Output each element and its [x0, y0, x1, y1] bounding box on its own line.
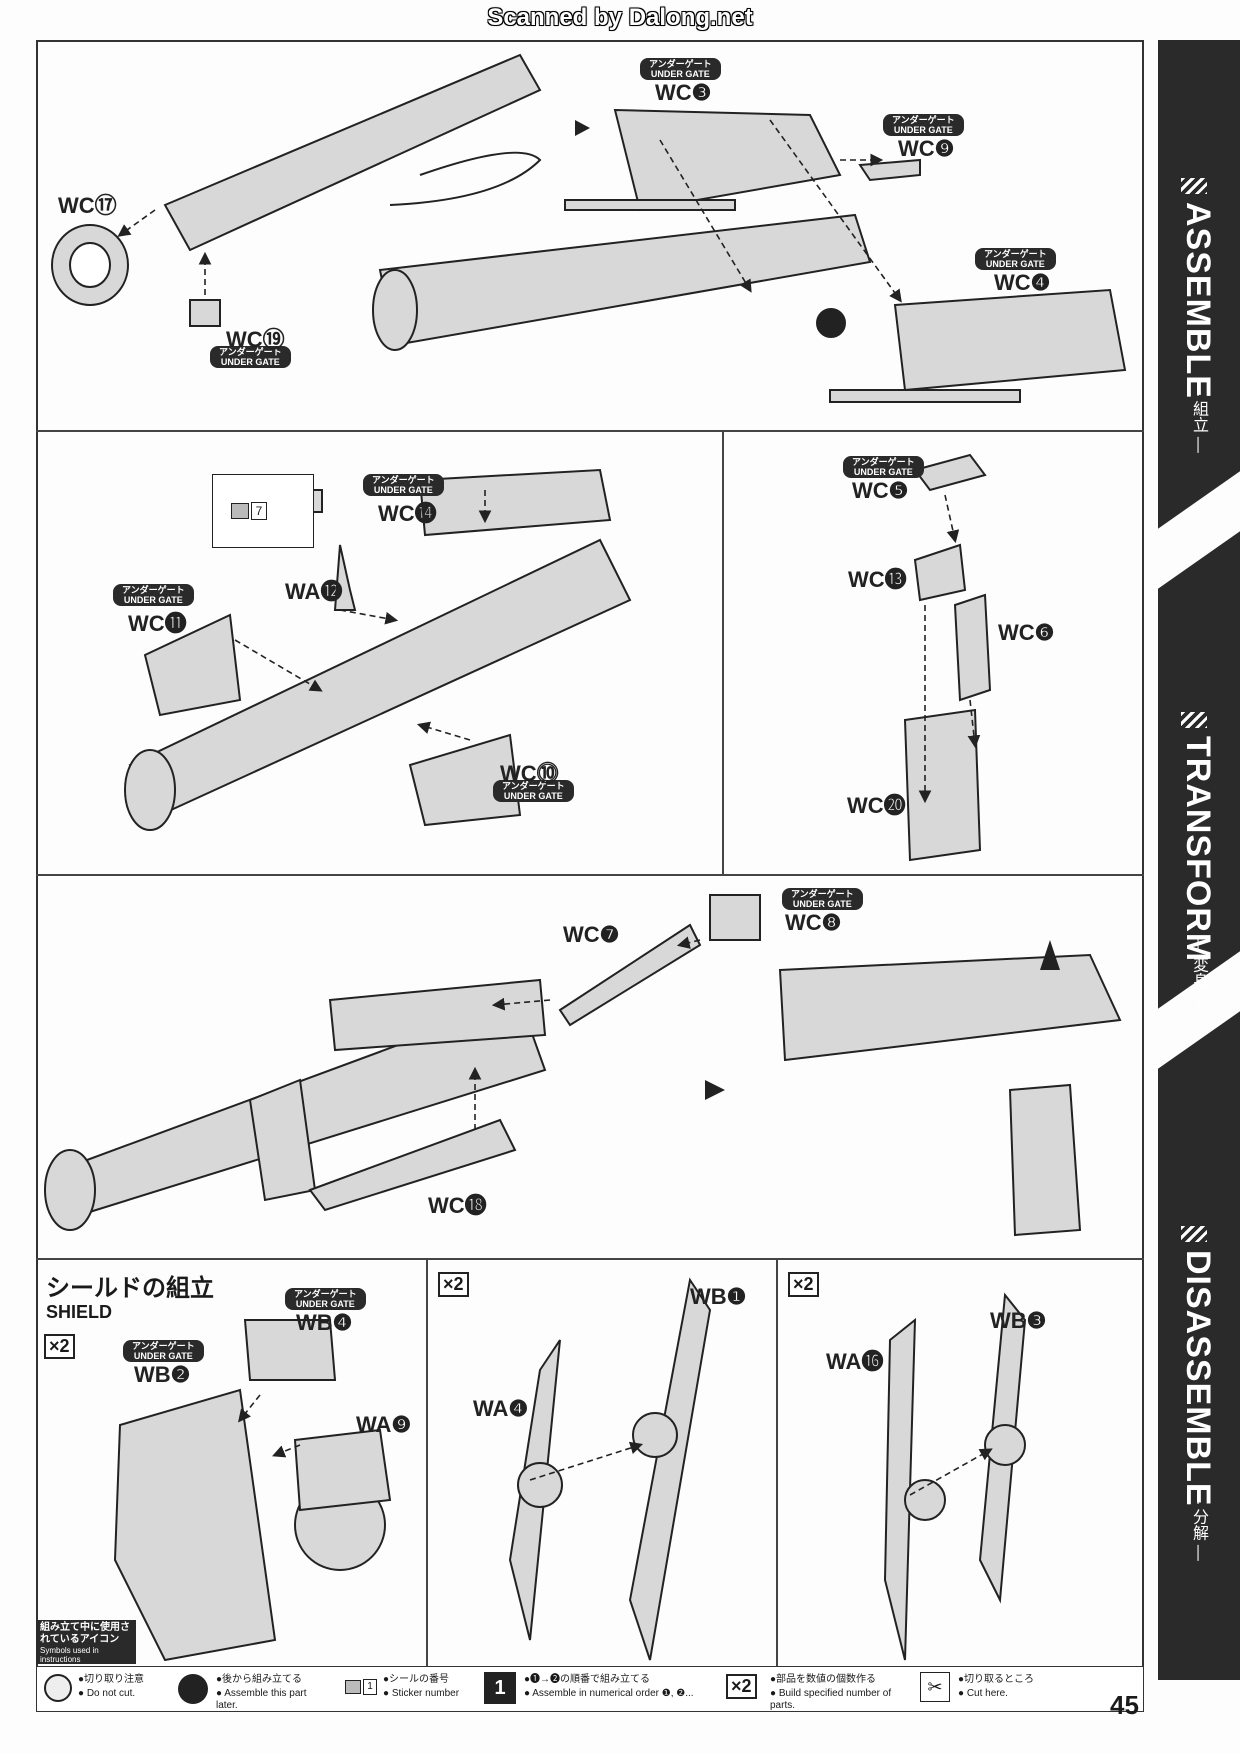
- legend-header: 組み立て中に使用されているアイコン Symbols used in instru…: [36, 1620, 136, 1664]
- part-label-wc8: WC❽: [785, 910, 842, 935]
- row-divider-2: [36, 874, 1144, 876]
- legend-text-en: ● Assemble this part later.: [216, 1688, 307, 1711]
- build-quantity-icon: ×2: [726, 1674, 757, 1699]
- page-number: 45: [1110, 1690, 1139, 1720]
- part-label-wc4: WC❹: [994, 270, 1051, 295]
- part-label-wc11: WC⓫: [128, 611, 187, 636]
- scissors-icon: ✂: [920, 1672, 950, 1702]
- legend-text-jp: ●切り取るところ: [958, 1674, 1035, 1685]
- build-quantity-badge: ×2: [438, 1272, 469, 1297]
- legend-text-jp: ●後から組み立てる: [216, 1674, 303, 1685]
- sticker-icon: [345, 1680, 361, 1694]
- legend-text-jp: ●部品を数値の個数作る: [770, 1674, 877, 1685]
- legend-text-en: ● Sticker number: [383, 1688, 460, 1699]
- section-marker-icon: [1181, 178, 1207, 194]
- part-label-wc17: WC⑰: [58, 193, 117, 218]
- sticker-number: 7: [251, 502, 267, 520]
- part-label-wb3: WB❸: [990, 1308, 1047, 1333]
- part-label-wc9: WC❾: [898, 136, 955, 161]
- part-label-wc14: WC⓮: [378, 501, 437, 526]
- row-divider-3: [36, 1258, 1144, 1260]
- part-label-wc6: WC❻: [998, 620, 1055, 645]
- legend-text-jp: ●切り取り注意: [78, 1674, 145, 1685]
- section-marker-icon: [1181, 1226, 1207, 1242]
- part-label-wc10: WC⓾: [500, 761, 559, 786]
- col-divider-3: [776, 1258, 778, 1670]
- part-label-wc7: WC❼: [563, 922, 620, 947]
- sidebar-disassemble-sub: — 分解 —: [1190, 1488, 1207, 1561]
- part-label-wa4: WA❹: [473, 1396, 529, 1421]
- legend-text-jp: ●❶→❷の順番で組み立てる: [524, 1674, 651, 1685]
- shield-title-en: SHIELD: [46, 1302, 113, 1322]
- assemble-later-icon: [178, 1674, 208, 1704]
- part-label-wc5: WC❺: [852, 478, 909, 503]
- part-label-wa16: WA⓰: [826, 1349, 884, 1374]
- col-divider-2: [426, 1258, 428, 1670]
- col-divider-1: [722, 430, 724, 874]
- part-label-wc13: WC⓭: [848, 567, 907, 592]
- sidebar-assemble-title: ASSEMBLE: [1179, 202, 1217, 399]
- section-sidebar: [1158, 40, 1240, 1680]
- sticker-callout-box: 7: [212, 474, 314, 548]
- section-marker-icon: [1181, 712, 1207, 728]
- part-label-wc3: WC❸: [655, 80, 712, 105]
- legend-bar: [36, 1666, 1144, 1712]
- row-divider-1: [36, 430, 1144, 432]
- legend-text-en: ● Cut here.: [958, 1688, 1008, 1699]
- watermark: Scanned by Dalong.net: [487, 4, 753, 31]
- part-label-wb4: WB❹: [296, 1310, 353, 1335]
- part-label-wc20: WC⓴: [847, 793, 906, 818]
- step-number-icon: 1: [484, 1672, 516, 1704]
- part-label-wa12: WA⓬: [285, 579, 343, 604]
- part-label-wc18: WC⓲: [428, 1193, 487, 1218]
- part-label-wa9: WA❾: [356, 1412, 412, 1437]
- sidebar-assemble-sub: — 組立 —: [1190, 380, 1207, 453]
- legend-text-en: ● Do not cut.: [78, 1688, 136, 1699]
- legend-header-jp: 組み立て中に使用されているアイコン: [40, 1622, 130, 1645]
- shield-title-jp: シールドの組立: [46, 1275, 214, 1302]
- sidebar-disassemble-title: DISASSEMBLE: [1179, 1250, 1217, 1507]
- legend-text-jp: ●シールの番号: [383, 1674, 450, 1685]
- build-quantity-badge: ×2: [44, 1334, 75, 1359]
- sticker-number-icon: 1: [363, 1679, 377, 1695]
- part-label-wb1: WB❶: [690, 1284, 747, 1309]
- legend-text-en: ● Build specified number of parts.: [770, 1688, 892, 1711]
- legend-text-en: ● Assemble in numerical order ❶, ❷...: [524, 1688, 694, 1699]
- sidebar-transform-sub: — 変身 —: [1190, 936, 1207, 1009]
- build-quantity-badge: ×2: [788, 1272, 819, 1297]
- do-not-cut-icon: [44, 1674, 72, 1702]
- part-label-wc19: WC⑲: [226, 327, 285, 352]
- sidebar-transform-title: TRANSFORM: [1179, 736, 1217, 963]
- part-label-wb2: WB❷: [134, 1362, 191, 1387]
- legend-header-en: Symbols used in instructions: [40, 1646, 99, 1664]
- sticker-icon: [231, 503, 249, 519]
